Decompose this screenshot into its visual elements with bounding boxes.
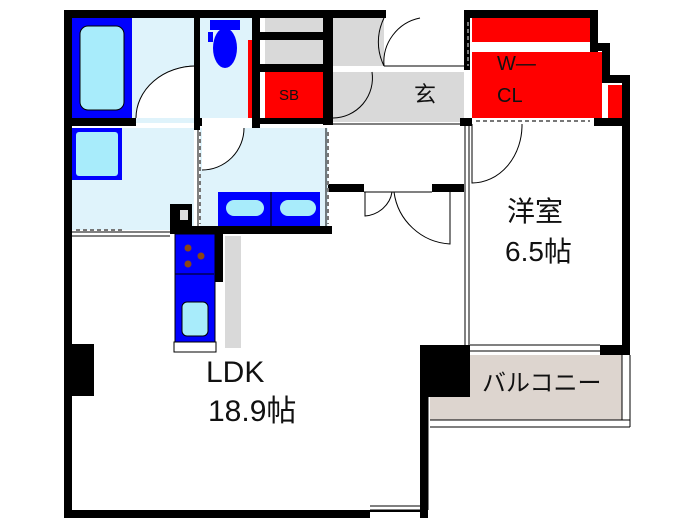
entrance-step bbox=[332, 18, 384, 66]
western-room-name: 洋室 bbox=[507, 196, 564, 227]
shoe-box-label: SB bbox=[279, 87, 300, 104]
wic-label-line1: W— bbox=[497, 53, 536, 75]
kitchen-sink-icon bbox=[181, 301, 209, 337]
washing-machine-basin bbox=[76, 132, 118, 176]
wic-side bbox=[608, 85, 622, 118]
walls bbox=[64, 10, 630, 518]
stove-burner-icon bbox=[184, 260, 192, 268]
toilet-tank bbox=[210, 20, 240, 30]
balcony-label: バルコニー bbox=[482, 370, 602, 397]
western-room-size: 6.5帖 bbox=[505, 236, 572, 267]
storage-gray-1 bbox=[265, 18, 333, 32]
entrance-label: 玄 bbox=[414, 82, 437, 107]
wic-main bbox=[472, 52, 602, 118]
kitchen-backsplash bbox=[225, 236, 241, 348]
sink-right-icon bbox=[280, 200, 316, 216]
bathtub-basin bbox=[79, 25, 125, 111]
toilet-bowl-icon bbox=[213, 28, 237, 68]
sink-left-icon bbox=[226, 200, 264, 216]
entrance-floor bbox=[332, 72, 464, 122]
stove-burner-icon bbox=[197, 252, 205, 260]
toilet-lever bbox=[208, 32, 213, 42]
ldk-name: LDK bbox=[206, 356, 265, 389]
ldk-size: 18.9帖 bbox=[208, 395, 297, 428]
shoe-box bbox=[265, 72, 323, 118]
stove-burner-icon bbox=[184, 244, 192, 252]
storage-gray-2 bbox=[265, 40, 323, 64]
wic-label-line2: CL bbox=[497, 85, 523, 107]
wic-shelf-top bbox=[472, 18, 590, 42]
